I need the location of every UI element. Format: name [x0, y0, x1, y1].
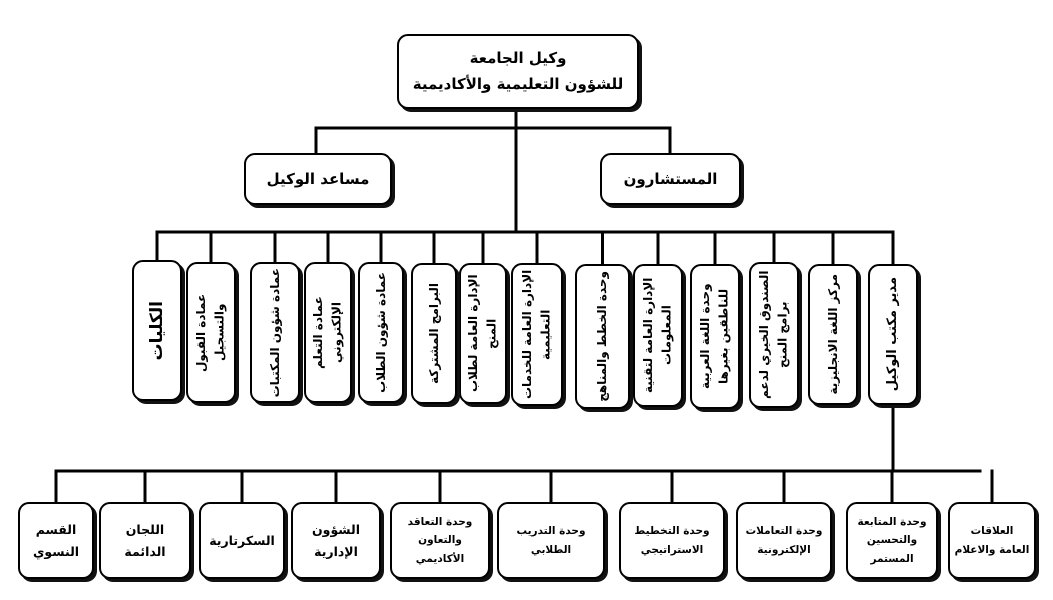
- unit-label: وحدة التعاملات الإلكترونية: [745, 525, 823, 556]
- unit-box: الشؤون الإدارية: [291, 502, 381, 579]
- department-box: الإدارة العامة لطلاب المنح: [459, 263, 507, 404]
- unit-box: وحدة المتابعة والتحسين المستمر: [846, 502, 938, 579]
- unit-box: اللجان الدائمة: [99, 502, 191, 579]
- department-box: عمادة شؤون الطلاب: [358, 262, 404, 403]
- department-label: البرامج المشتركة: [426, 283, 441, 384]
- unit-label: الشؤون الإدارية: [312, 521, 360, 559]
- unit-box: القسم النسوي: [18, 502, 94, 579]
- unit-label: وحدة التخطيط الاستراتيجي: [634, 525, 710, 556]
- unit-label: القسم النسوي: [32, 521, 80, 559]
- unit-box: وحدة التدريب الطلابي: [497, 502, 605, 579]
- top-title-line1: وكيل الجامعة: [469, 49, 567, 67]
- department-label: وحدة الخطط والمناهج: [595, 271, 610, 402]
- unit-box: السكرتارية: [199, 502, 285, 579]
- department-label: مركز اللغة الانجليزية: [825, 274, 840, 395]
- department-label: عمادة القبول والتسجيل: [194, 293, 227, 372]
- department-box: الكليات: [132, 260, 182, 401]
- department-box: عمادة القبول والتسجيل: [186, 262, 236, 403]
- department-box: عمادة شؤون المكتبات: [250, 262, 300, 403]
- assistant-box: مساعد الوكيل: [244, 153, 392, 205]
- department-label: عمادة التعلم الإلكتروني: [311, 296, 344, 369]
- unit-label: العلاقات العامة والاعلام: [954, 525, 1030, 556]
- department-label: الصندوق الخيري لدعم برامج المنح: [757, 270, 790, 400]
- department-label: الإدارة العامة لطلاب المنح: [466, 274, 499, 393]
- department-label: الإدارة العامة لتقنية المعلومات: [641, 277, 674, 394]
- department-label: وحدة اللغة العربية للناطقين بغيرها: [698, 283, 731, 390]
- department-box: الصندوق الخيري لدعم برامج المنح: [749, 262, 799, 408]
- advisors-box: المستشارون: [600, 153, 741, 205]
- unit-label: السكرتارية: [209, 532, 275, 548]
- department-box: وحدة اللغة العربية للناطقين بغيرها: [690, 264, 740, 409]
- department-label: الإدارة العامة للخدمات التعليمية: [520, 269, 553, 400]
- unit-box: وحدة التعاملات الإلكترونية: [736, 502, 832, 579]
- university-vice-president-box: وكيل الجامعة للشؤون التعليمية والأكاديمي…: [397, 34, 639, 109]
- unit-box: العلاقات العامة والاعلام: [948, 502, 1036, 579]
- unit-label: وحدة التعاقد والتعاون الأكاديمي: [407, 515, 473, 565]
- department-label: مدير مكتب الوكيل: [884, 277, 900, 392]
- department-box: وحدة الخطط والمناهج: [575, 264, 630, 409]
- department-box: مركز اللغة الانجليزية: [808, 264, 858, 405]
- department-box: عمادة التعلم الإلكتروني: [304, 262, 352, 403]
- department-label: الكليات: [146, 300, 167, 361]
- department-box: الإدارة العامة للخدمات التعليمية: [511, 263, 563, 406]
- department-label: عمادة شؤون المكتبات: [267, 267, 282, 398]
- assistant-label: مساعد الوكيل: [266, 170, 370, 188]
- unit-label: اللجان الدائمة: [124, 521, 166, 559]
- unit-box: وحدة التخطيط الاستراتيجي: [619, 502, 725, 579]
- advisors-label: المستشارون: [623, 170, 718, 188]
- department-box: البرامج المشتركة: [411, 263, 457, 404]
- department-box: مدير مكتب الوكيل: [868, 264, 918, 405]
- unit-label: وحدة التدريب الطلابي: [516, 525, 586, 556]
- top-title-line2: للشؤون التعليمية والأكاديمية: [412, 74, 624, 93]
- unit-box: وحدة التعاقد والتعاون الأكاديمي: [390, 502, 490, 579]
- unit-label: وحدة المتابعة والتحسين المستمر: [857, 515, 927, 565]
- department-box: الإدارة العامة لتقنية المعلومات: [633, 264, 683, 407]
- department-label: عمادة شؤون الطلاب: [373, 272, 388, 393]
